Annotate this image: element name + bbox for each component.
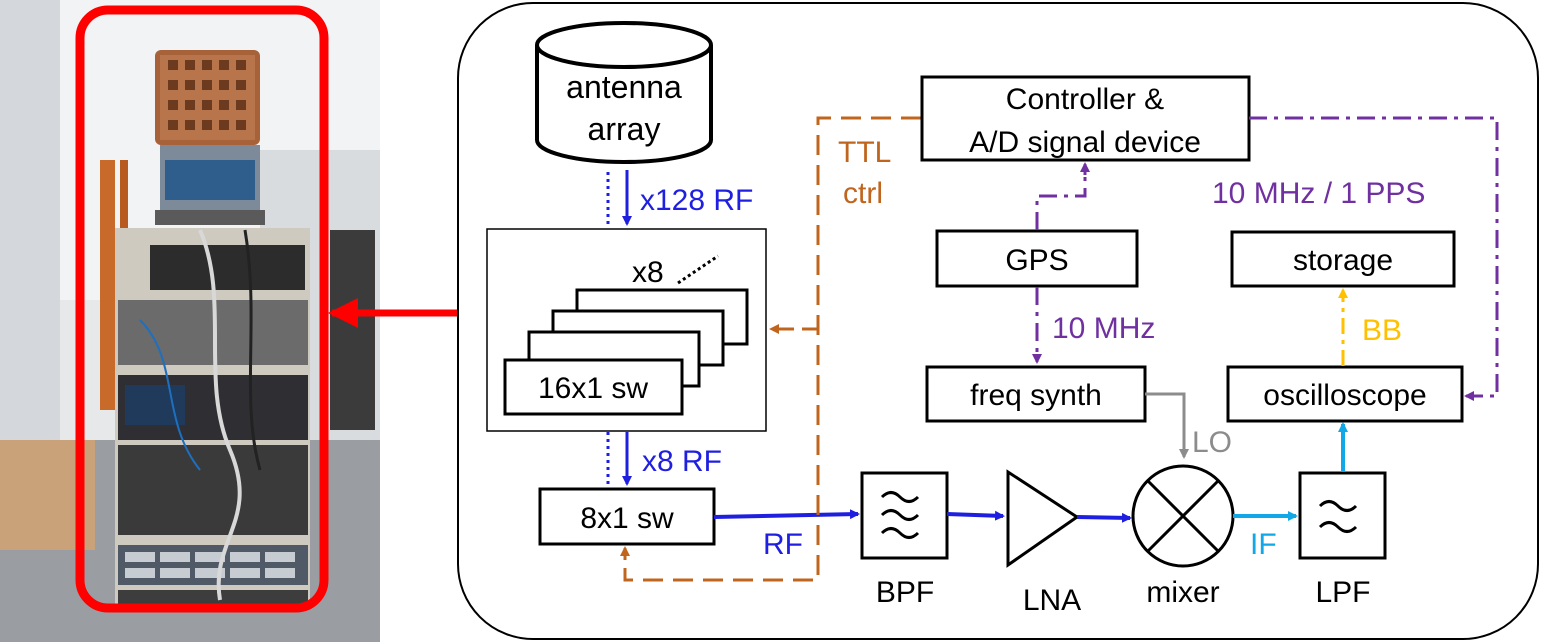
bpf-to-lna-arrow xyxy=(946,510,1005,521)
ttl-control-line xyxy=(623,116,921,582)
antenna-array-photo-icon xyxy=(155,50,265,225)
ten-mhz-label: 10 MHz xyxy=(1052,312,1155,345)
ttl-label: TTL xyxy=(838,136,891,169)
bb-label: BB xyxy=(1362,314,1402,347)
controller-line2: A/D signal device xyxy=(969,126,1201,159)
switch-16x1-label: 16x1 sw xyxy=(538,372,648,405)
lpf-label: LPF xyxy=(1315,576,1370,609)
freq-synth-label: freq synth xyxy=(970,379,1102,412)
antenna-array-block: antenna array xyxy=(535,21,713,164)
ref-clock-line xyxy=(1249,116,1499,398)
mixer-label: mixer xyxy=(1146,576,1219,609)
stack-depth-dots xyxy=(677,254,719,285)
bpf-block xyxy=(860,471,949,560)
photo-highlight-frame xyxy=(75,5,329,613)
switch-8x1-label: 8x1 sw xyxy=(580,502,674,535)
freq-synth-block xyxy=(925,365,1147,423)
gps-block xyxy=(935,229,1139,288)
lna-label: LNA xyxy=(1023,584,1081,617)
ref-clock-label: 10 MHz / 1 PPS xyxy=(1212,177,1425,210)
bpf-label: BPF xyxy=(876,576,934,609)
lna-amplifier-icon xyxy=(1006,469,1080,568)
storage-block xyxy=(1230,230,1456,288)
lpf-filter-icon xyxy=(1318,500,1358,533)
gps-to-controller-line xyxy=(1035,170,1087,230)
antenna-array-line1: antenna xyxy=(566,69,682,105)
rf-label: RF xyxy=(763,528,803,561)
lo-line xyxy=(1145,392,1189,459)
equipment-rack-icon xyxy=(115,228,310,610)
x128-rf-label: x128 RF xyxy=(640,184,753,217)
lna-to-mixer-arrow xyxy=(1076,512,1132,523)
x8-rf-label: x8 RF xyxy=(642,445,722,478)
mixer-icon xyxy=(1131,464,1235,568)
gps-label: GPS xyxy=(1005,244,1068,277)
controller-block xyxy=(920,75,1251,162)
bpf-filter-icon xyxy=(880,491,920,539)
antenna-array-line2: array xyxy=(588,111,661,147)
switch-card-1 xyxy=(503,358,684,416)
controller-line1: Controller & xyxy=(1006,83,1164,116)
rack-photo xyxy=(0,0,380,642)
ctrl-label: ctrl xyxy=(843,177,883,210)
oscilloscope-block xyxy=(1226,365,1464,423)
oscilloscope-label: oscilloscope xyxy=(1263,379,1426,412)
lo-label: LO xyxy=(1192,426,1232,459)
switch-8x1-block xyxy=(538,487,716,546)
storage-label: storage xyxy=(1293,244,1393,277)
diagram-frame xyxy=(457,2,1539,640)
rf-arrow-to-bpf xyxy=(713,509,860,520)
if-label: IF xyxy=(1250,528,1277,561)
switch-stack-multiplier: x8 xyxy=(632,256,664,289)
lpf-block xyxy=(1298,471,1387,560)
